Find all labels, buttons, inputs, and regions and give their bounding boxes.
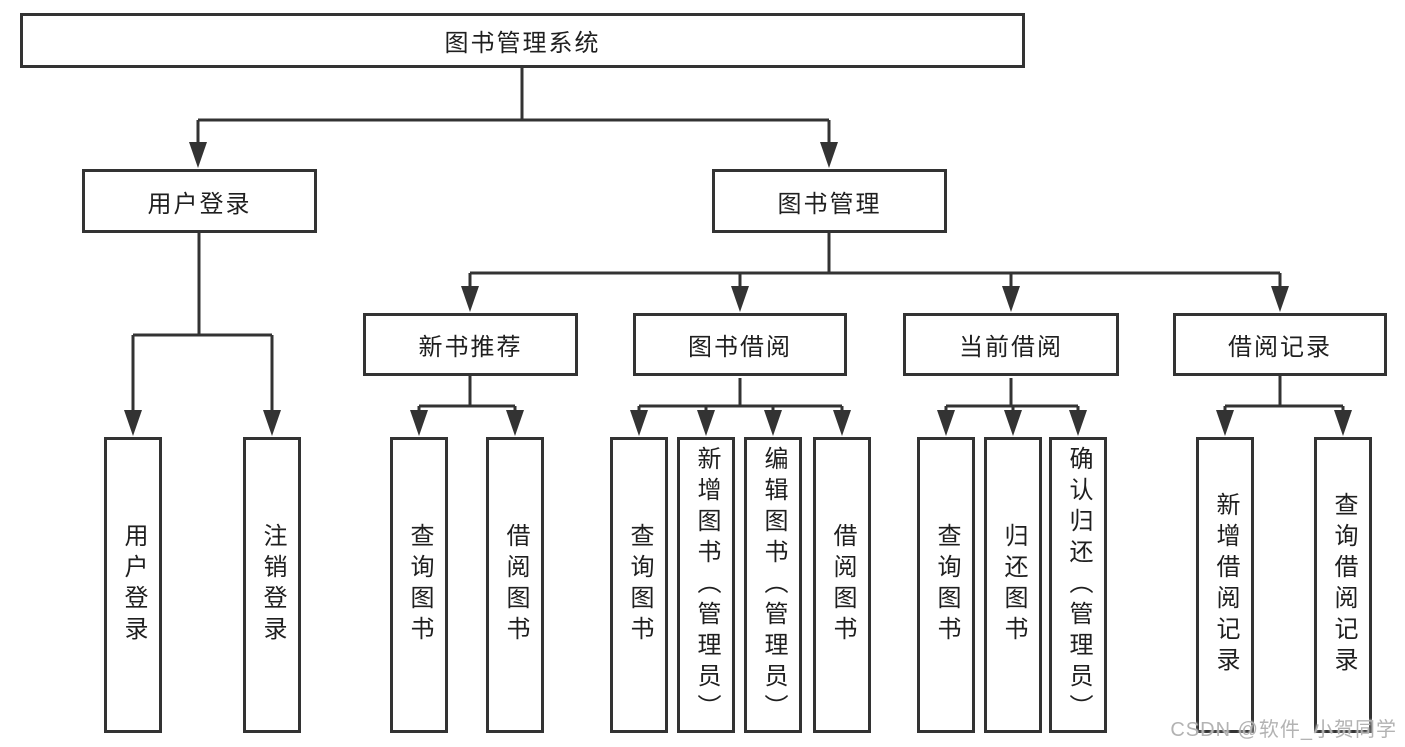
leaf-current-confirm-return-admin: 确认归还（管理员） (1049, 437, 1107, 733)
leaf-current-query-books: 查询图书 (917, 437, 975, 733)
leaf-current-return-books: 归还图书 (984, 437, 1042, 733)
leaf-borrow-borrow-books: 借阅图书 (813, 437, 871, 733)
leaf-borrow-query-books: 查询图书 (610, 437, 668, 733)
node-book-management: 图书管理 (712, 169, 947, 233)
leaf-user-login: 用户登录 (104, 437, 162, 733)
node-new-book-recommend: 新书推荐 (363, 313, 578, 376)
node-current-borrow: 当前借阅 (903, 313, 1119, 376)
csdn-watermark: CSDN @软件_小贺同学 (1170, 719, 1397, 741)
leaf-borrow-add-books-admin: 新增图书（管理员） (677, 437, 735, 733)
node-user-login: 用户登录 (82, 169, 317, 233)
leaf-newbook-query-books: 查询图书 (390, 437, 448, 733)
node-root-system: 图书管理系统 (20, 13, 1025, 68)
node-book-borrow: 图书借阅 (633, 313, 847, 376)
leaf-records-query-record: 查询借阅记录 (1314, 437, 1372, 733)
leaf-newbook-borrow-books: 借阅图书 (486, 437, 544, 733)
node-borrow-records: 借阅记录 (1173, 313, 1387, 376)
leaf-borrow-edit-books-admin: 编辑图书（管理员） (744, 437, 802, 733)
leaf-logout: 注销登录 (243, 437, 301, 733)
leaf-records-add-record: 新增借阅记录 (1196, 437, 1254, 733)
